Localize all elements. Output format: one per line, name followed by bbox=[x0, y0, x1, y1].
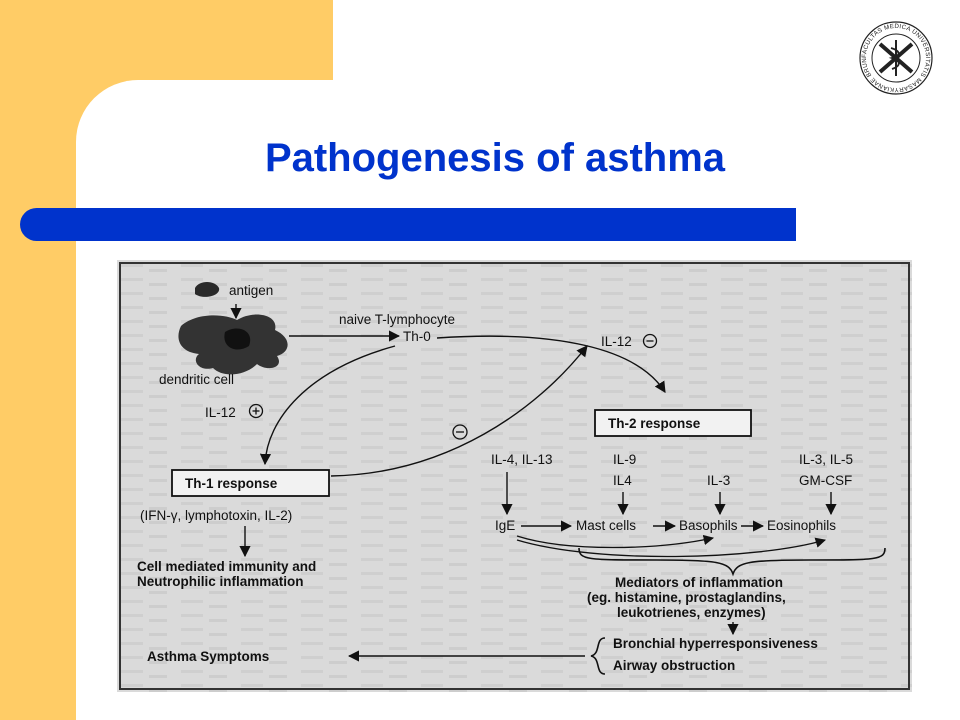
antigen-label: antigen bbox=[229, 283, 273, 298]
bronchial-hyperresponsiveness-label: Bronchial hyperresponsiveness bbox=[613, 636, 818, 651]
th1-response-box bbox=[171, 469, 330, 497]
il9-label: IL-9 bbox=[613, 452, 636, 467]
dendritic-cell-label: dendritic cell bbox=[159, 372, 234, 387]
cell-mediated-immunity-label: Cell mediated immunity and bbox=[137, 559, 316, 574]
il3-il5-label: IL-3, IL-5 bbox=[799, 452, 853, 467]
title-underline-bar bbox=[20, 208, 796, 241]
il12-positive-label: IL-12 bbox=[205, 405, 236, 420]
basophils-label: Basophils bbox=[679, 518, 738, 533]
eosinophils-label: Eosinophils bbox=[767, 518, 836, 533]
slide-title: Pathogenesis of asthma bbox=[264, 136, 726, 180]
th0-label: Th-0 bbox=[403, 329, 431, 344]
airway-obstruction-label: Airway obstruction bbox=[613, 658, 735, 673]
th2-response-box bbox=[594, 409, 752, 437]
naive-t-lymphocyte-label: naive T-lymphocyte bbox=[339, 312, 455, 327]
outcomes-brace bbox=[590, 637, 606, 675]
gm-csf-label: GM-CSF bbox=[799, 473, 852, 488]
minus-sign-icon bbox=[452, 424, 468, 440]
th1-products-label: (IFN-γ, lymphotoxin, IL-2) bbox=[140, 508, 292, 523]
il3-label: IL-3 bbox=[707, 473, 730, 488]
th1-response-label: Th-1 response bbox=[185, 476, 278, 491]
il12-negative-label: IL-12 bbox=[601, 334, 632, 349]
university-seal-icon: FACULTAS MEDICA UNIVERSITATIS MASARYKIAN… bbox=[858, 20, 933, 95]
cells-brace bbox=[578, 547, 886, 577]
neutrophilic-inflammation-label: Neutrophilic inflammation bbox=[137, 574, 304, 589]
th2-response-label: Th-2 response bbox=[608, 416, 701, 431]
mast-cells-label: Mast cells bbox=[576, 518, 636, 533]
ige-label: IgE bbox=[495, 518, 515, 533]
plus-sign-icon bbox=[248, 403, 264, 419]
minus-sign-icon bbox=[642, 333, 658, 349]
mediators-label: Mediators of inflammation bbox=[615, 575, 783, 590]
antigen-shape bbox=[195, 282, 220, 297]
asthma-symptoms-label: Asthma Symptoms bbox=[147, 649, 269, 664]
asthma-pathogenesis-diagram: antigen dendritic cell naive T-lymphocyt… bbox=[117, 260, 912, 692]
mediators-examples-1: (eg. histamine, prostaglandins, bbox=[587, 590, 786, 605]
il4-label: IL4 bbox=[613, 473, 632, 488]
il4-il13-label: IL-4, IL-13 bbox=[491, 452, 553, 467]
mediators-examples-2: leukotrienes, enzymes) bbox=[617, 605, 766, 620]
